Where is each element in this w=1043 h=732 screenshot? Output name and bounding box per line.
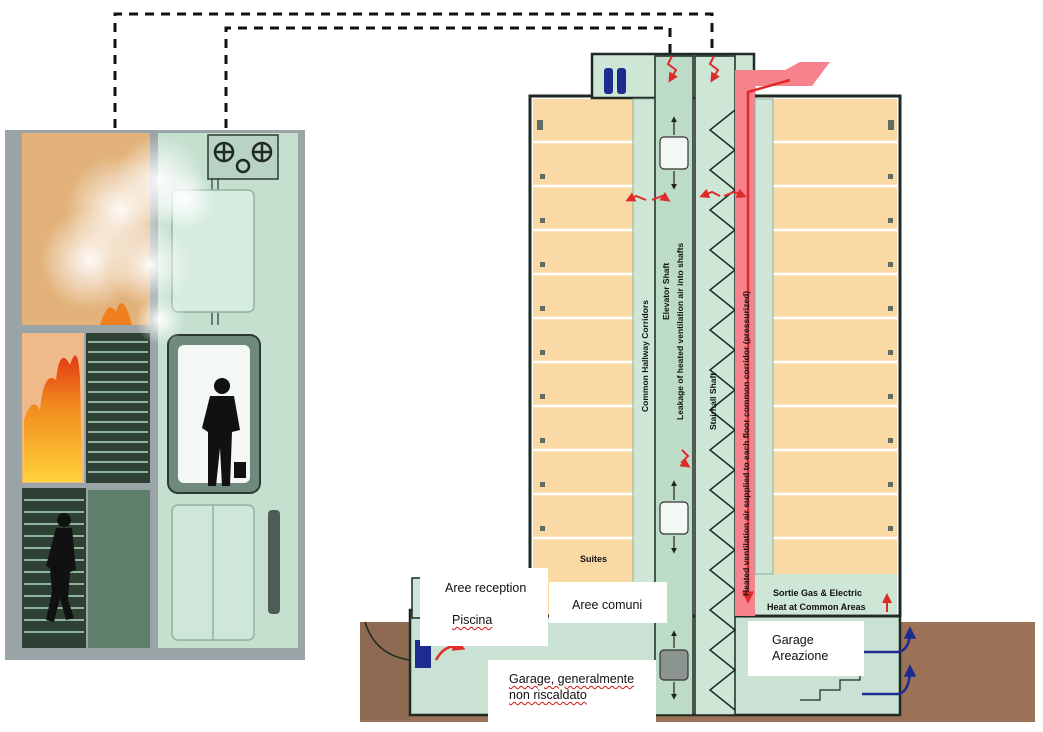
person-in-elevator-icon (202, 378, 246, 486)
elevator-shaft-label: Elevator Shaft (661, 263, 671, 320)
garage-vent-line2: Areazione (772, 649, 829, 663)
supply-flow-arrow (741, 78, 791, 604)
rooftop-fan-icon (604, 68, 626, 94)
fire-flames-small (100, 303, 132, 325)
leakage-label: Leakage of heated ventilation air into s… (675, 243, 685, 420)
overlay-garage: Garage, generalmente non riscaldato (488, 660, 656, 722)
stair-zigzag (708, 109, 737, 711)
sortie-label-line1: Sortie Gas & Electric (773, 588, 862, 598)
suite-vent-icons (537, 120, 894, 531)
suites-label: Suites (580, 554, 607, 564)
garage-vent-line1: Garage (772, 633, 814, 647)
pressurized-supply-label: Heated ventilation air supplied to each … (741, 291, 751, 596)
elevator-car-top (659, 136, 689, 170)
duct-line-outer (113, 12, 714, 128)
sortie-label-line2: Heat at Common Areas (767, 602, 866, 612)
stair-upper-block (86, 333, 150, 483)
pool-label: Piscina (452, 613, 493, 627)
smoke-cloud (40, 135, 215, 345)
overlay-reception: Aree reception Piscina (420, 568, 548, 646)
garage-label-line1: Garage, generalmente (509, 672, 635, 686)
overlay-common-areas: Aree comuni (549, 582, 667, 623)
corridor-right (754, 98, 774, 575)
counterweight (268, 510, 280, 614)
reception-label: Aree reception (445, 581, 527, 595)
garage-intake-grille (415, 640, 431, 668)
common-areas-label: Aree comuni (572, 598, 643, 612)
duct-line-inner (224, 26, 672, 128)
stair-upper-treads (88, 341, 148, 473)
leakage-arrows (625, 55, 747, 468)
garage-intake-arrow (434, 639, 466, 661)
left-cutaway-illustration (5, 12, 714, 660)
elevator-machine-icon (213, 141, 273, 174)
fire-flames (24, 355, 82, 482)
pressurized-supply-duct (735, 86, 755, 616)
rooftop-intake-hood (735, 62, 830, 86)
entrance-door-swing (364, 621, 411, 661)
garage-label-line2: non riscaldato (509, 688, 587, 702)
elevator-car-bottom (659, 649, 689, 681)
ground-grass (360, 622, 410, 720)
floor-lines (533, 140, 897, 540)
stair-basement (800, 670, 861, 701)
elevator-car-middle (659, 501, 689, 535)
stairhall-shaft-label: Stairhall Shaft (708, 373, 718, 430)
common-area-right (755, 574, 897, 614)
common-hallway-label: Common Hallway Corridors (640, 300, 650, 412)
suites-right (773, 99, 897, 574)
person-on-stairs-icon (46, 513, 76, 622)
garage-fresh-air-arrows (862, 626, 917, 696)
corridor-lower (88, 490, 150, 648)
overlay-garage-ventilation: Garage Areazione (748, 621, 864, 676)
